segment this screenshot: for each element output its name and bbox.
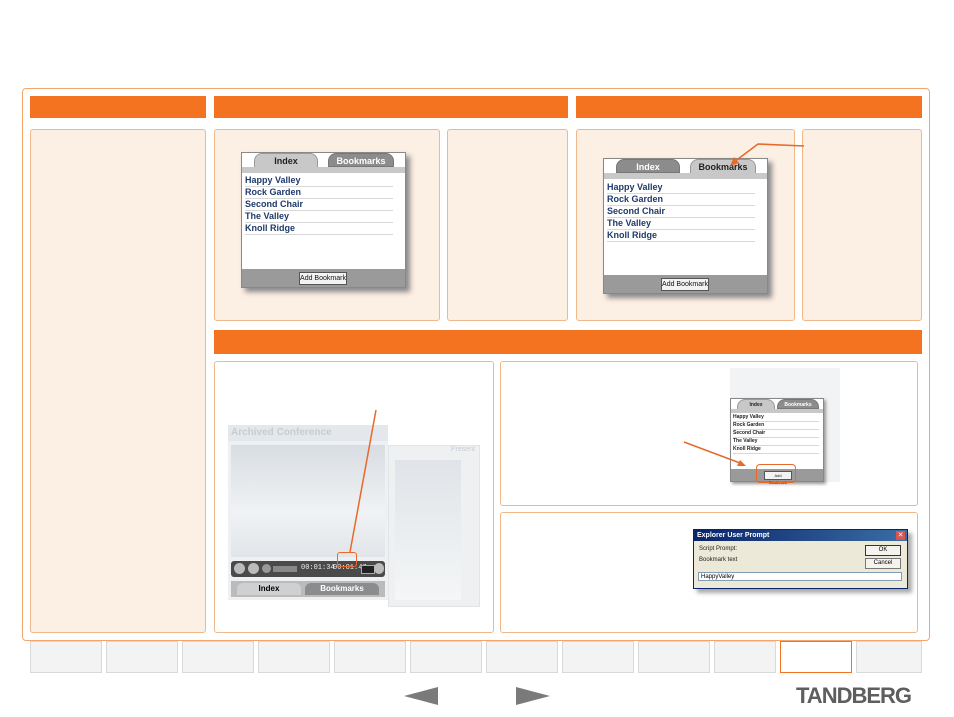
widget-footer: Add Bookmark: [604, 275, 767, 293]
nav-tab-8[interactable]: [562, 641, 634, 673]
list-item[interactable]: Rock Garden: [245, 187, 393, 199]
bookmarks-widget: Index Bookmarks Happy Valley Rock Garden…: [603, 158, 768, 294]
tab-strip: [731, 409, 823, 413]
bookmark-list: Happy Valley Rock Garden Second Chair Th…: [607, 182, 755, 242]
nav-tab-12[interactable]: [856, 641, 922, 673]
widget-footer: Add Bookmark: [242, 269, 405, 287]
nav-tab-2[interactable]: [106, 641, 178, 673]
list-item[interactable]: The Valley: [245, 211, 393, 223]
nav-tab-7[interactable]: [486, 641, 558, 673]
presentation-label: Present: [450, 446, 475, 453]
pause-icon[interactable]: [234, 563, 245, 574]
list-item[interactable]: Rock Garden: [733, 422, 819, 430]
section-header-bookmarks: [576, 96, 922, 118]
list-item[interactable]: Second Chair: [245, 199, 393, 211]
time-current: 00:01:34: [301, 564, 335, 572]
next-page-icon[interactable]: [516, 686, 550, 706]
tab-bookmarks[interactable]: Bookmarks: [690, 159, 756, 173]
fullscreen-icon[interactable]: [374, 563, 384, 574]
bookmark-list: Happy Valley Rock Garden Second Chair Th…: [245, 175, 393, 235]
list-item[interactable]: Happy Valley: [733, 414, 819, 422]
nav-tab-11-selected[interactable]: [780, 641, 852, 673]
tab-strip: [604, 173, 767, 179]
list-item[interactable]: Rock Garden: [607, 194, 755, 206]
index-text-panel: [447, 129, 568, 321]
add-bookmark-step-panel: [500, 361, 918, 506]
ok-button[interactable]: OK: [865, 545, 901, 556]
tab-index[interactable]: Index: [737, 399, 775, 409]
stop-icon[interactable]: [248, 563, 259, 574]
cancel-button[interactable]: Cancel: [865, 558, 901, 569]
nav-tab-6[interactable]: [410, 641, 482, 673]
bookmarks-text-panel: [802, 129, 922, 321]
time-total: 00:01:47: [333, 564, 367, 572]
presentation-image: [395, 460, 461, 600]
section-header-add-bookmark: [214, 330, 922, 354]
list-item[interactable]: The Valley: [733, 438, 819, 446]
list-item[interactable]: Knoll Ridge: [245, 223, 393, 235]
add-bookmark-button[interactable]: Add Bookmark: [299, 272, 347, 285]
explorer-user-prompt: Explorer User Prompt ✕ Script Prompt: Bo…: [693, 529, 908, 589]
bookmark-text-label: Bookmark text: [699, 557, 738, 563]
player-controls: 00:01:34 00:01:47: [231, 561, 385, 577]
add-bookmark-button[interactable]: Add Bookmark: [661, 278, 709, 291]
list-item[interactable]: Happy Valley: [607, 182, 755, 194]
dialog-title: Explorer User Prompt: [694, 530, 907, 541]
list-item[interactable]: Knoll Ridge: [733, 446, 819, 454]
nav-tab-4[interactable]: [258, 641, 330, 673]
callout-arrow: [730, 143, 805, 166]
nav-tab-5[interactable]: [334, 641, 406, 673]
tab-index[interactable]: Index: [237, 583, 301, 595]
list-item[interactable]: Second Chair: [733, 430, 819, 438]
section-header-index: [214, 96, 568, 118]
callout-arrow: [683, 441, 746, 466]
nav-tab-9[interactable]: [638, 641, 710, 673]
tab-bookmarks[interactable]: Bookmarks: [305, 583, 379, 595]
small-bookmark-widget: Index Bookmarks Happy Valley Rock Garden…: [730, 398, 824, 485]
list-item[interactable]: The Valley: [607, 218, 755, 230]
bookmark-list: Happy Valley Rock Garden Second Chair Th…: [733, 414, 819, 454]
tab-index[interactable]: Index: [254, 153, 318, 167]
content-frame: [22, 88, 930, 641]
nav-tab-10[interactable]: [714, 641, 776, 673]
bookmark-text-input[interactable]: HappyValley: [698, 572, 902, 581]
tab-index[interactable]: Index: [616, 159, 680, 173]
bookmark-highlight: [337, 552, 357, 567]
index-widget: Index Bookmarks Happy Valley Rock Garden…: [241, 152, 406, 288]
nav-tab-3[interactable]: [182, 641, 254, 673]
list-item[interactable]: Second Chair: [607, 206, 755, 218]
list-item[interactable]: Happy Valley: [245, 175, 393, 187]
volume-icon[interactable]: [262, 564, 271, 573]
tab-bookmarks[interactable]: Bookmarks: [777, 399, 819, 409]
tandberg-logo: TANDBERG: [796, 683, 912, 708]
volume-slider[interactable]: [273, 566, 297, 572]
player-title: Archived Conference: [228, 425, 388, 441]
nav-tab-1[interactable]: [30, 641, 102, 673]
tab-bookmarks[interactable]: Bookmarks: [328, 153, 394, 167]
left-column-header: [30, 96, 206, 118]
bookmark-icon[interactable]: [361, 565, 375, 574]
list-item[interactable]: Knoll Ridge: [607, 230, 755, 242]
prompt-label: Script Prompt:: [699, 546, 738, 552]
tab-strip: [242, 167, 405, 173]
close-icon[interactable]: ✕: [896, 531, 905, 540]
presentation-window: Present: [388, 445, 480, 607]
callout-line: [349, 409, 377, 553]
player-window: Archived Conference 00:01:34 00:01:47 In…: [228, 425, 388, 600]
prev-page-icon[interactable]: [404, 686, 438, 706]
player-tabs: Index Bookmarks: [231, 581, 385, 597]
left-column-panel: [30, 129, 206, 633]
add-button-highlight: [756, 464, 796, 483]
